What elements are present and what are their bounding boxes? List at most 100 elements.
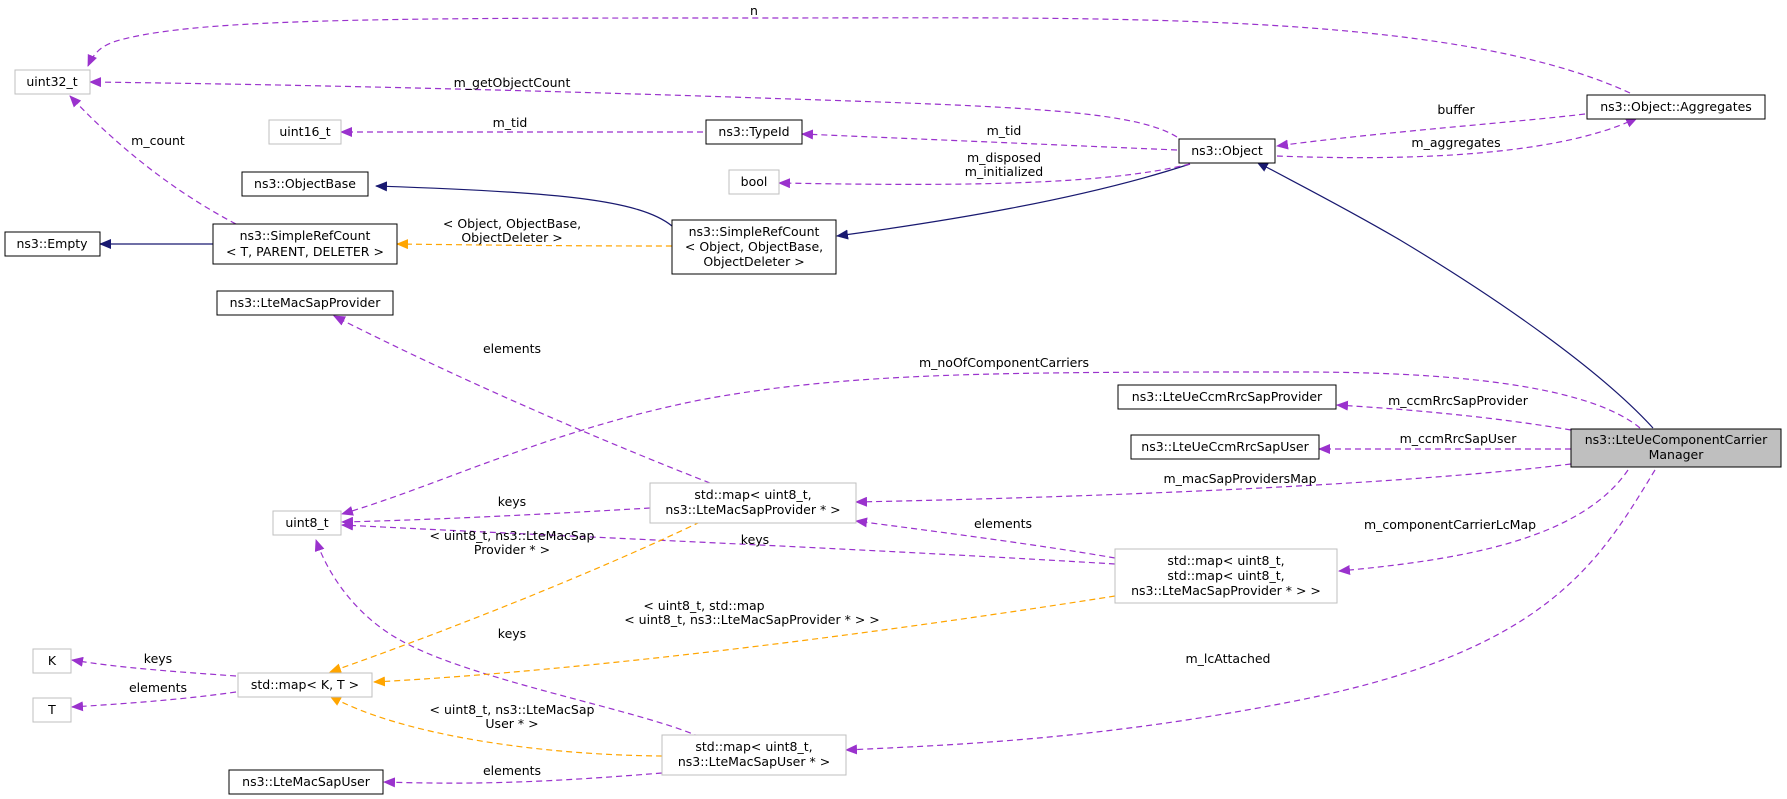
node-empty[interactable]: ns3::Empty <box>4 231 101 257</box>
node-uint32-t[interactable]: uint32_t <box>14 69 91 95</box>
node-objectbase-label: ns3::ObjectBase <box>254 176 356 191</box>
edge-m-tid-typeid <box>801 129 1178 151</box>
edge-elements-macprov <box>333 315 711 484</box>
node-typeid-label: ns3::TypeId <box>718 124 789 139</box>
edge-m-noofcomponentcarriers <box>341 371 1641 516</box>
edge-srcobject-inherits-objectbase <box>375 181 673 227</box>
node-lteuecomponentcarriermanager[interactable]: ns3::LteUeComponentCarrier Manager <box>1570 428 1782 468</box>
edge-label-m-lcattached: m_lcAttached <box>1186 651 1271 666</box>
edge-label-keys-mapuser: keys <box>498 626 526 641</box>
node-bool[interactable]: bool <box>728 169 780 195</box>
node-ltemacsapuser-label: ns3::LteMacSapUser <box>242 774 371 789</box>
node-lteueccmrrcsapprovider[interactable]: ns3::LteUeCcmRrcSapProvider <box>1117 384 1337 410</box>
edge-template-mapmap <box>373 595 1116 687</box>
node-map-k-t-label: std::map< K, T > <box>251 677 359 692</box>
edge-keys-mapprov <box>341 507 651 527</box>
edge-m-macsapprovidersmap <box>855 463 1572 507</box>
edge-manager-inherits-object <box>1256 161 1654 429</box>
edge-label-m-count: m_count <box>131 133 185 148</box>
edge-m-getobjectcount <box>89 77 1178 138</box>
edge-label-m-getobjectcount: m_getObjectCount <box>454 75 571 90</box>
edge-label-m-tid-a: m_tid <box>493 115 528 130</box>
node-ltemacsapprovider-label: ns3::LteMacSapProvider <box>230 295 382 310</box>
node-map-uint8-macsapprovider-label-1: std::map< uint8_t, <box>694 487 811 502</box>
edge-template-srcobject <box>396 239 673 250</box>
node-uint16-t[interactable]: uint16_t <box>268 119 342 145</box>
edge-m-disposed-initialized <box>778 163 1191 189</box>
node-map-uint8-map[interactable]: std::map< uint8_t, std::map< uint8_t, ns… <box>1114 548 1338 604</box>
node-simplerefcount-object-label-3: ObjectDeleter > <box>703 254 804 269</box>
edge-labels: n m_getObjectCount m_tid m_tid buffer m_… <box>129 3 1536 778</box>
edge-label-srco-tpl-1: < Object, ObjectBase, <box>443 216 581 231</box>
node-k-label: K <box>48 653 57 668</box>
node-lteueccmrrcsapuser[interactable]: ns3::LteUeCcmRrcSapUser <box>1130 434 1320 460</box>
edge-label-mapmap-tpl-2: < uint8_t, ns3::LteMacSapProvider * > > <box>624 612 880 627</box>
node-uint8-t[interactable]: uint8_t <box>272 510 342 536</box>
edge-template-mapprov <box>329 521 701 674</box>
edge-elements-macuser <box>383 772 663 788</box>
node-objectbase[interactable]: ns3::ObjectBase <box>241 171 369 197</box>
edge-m-aggregates <box>1276 117 1638 159</box>
node-ltemacsapprovider[interactable]: ns3::LteMacSapProvider <box>216 290 394 316</box>
edge-label-mapmap-tpl-1: < uint8_t, std::map <box>643 598 764 613</box>
node-uint8-t-label: uint8_t <box>285 515 328 530</box>
node-simplerefcount-template-label-2: < T, PARENT, DELETER > <box>226 244 384 259</box>
node-simplerefcount-template[interactable]: ns3::SimpleRefCount < T, PARENT, DELETER… <box>212 223 398 265</box>
node-map-uint8-macsapuser-label-1: std::map< uint8_t, <box>695 739 812 754</box>
edge-keys-k <box>71 656 237 677</box>
node-bool-label: bool <box>741 174 768 189</box>
node-simplerefcount-object[interactable]: ns3::SimpleRefCount < Object, ObjectBase… <box>671 219 837 275</box>
edge-label-n: n <box>750 3 758 18</box>
nodes: uint32_t uint16_t ns3::TypeId ns3::Objec… <box>4 69 1782 795</box>
edge-label-m-tid-b: m_tid <box>987 123 1022 138</box>
edge-label-mapprov-tpl-1: < uint8_t, ns3::LteMacSap <box>430 528 595 543</box>
node-map-uint8-map-label-1: std::map< uint8_t, <box>1167 553 1284 568</box>
edge-elements-t <box>71 691 237 712</box>
edge-label-m-ccmrrcsapuser: m_ccmRrcSapUser <box>1400 431 1518 446</box>
node-lteuecomponentcarriermanager-label-2: Manager <box>1649 447 1705 462</box>
edge-label-m-componentcarrierlcmap: m_componentCarrierLcMap <box>1364 517 1536 532</box>
node-simplerefcount-template-label-1: ns3::SimpleRefCount <box>240 228 371 243</box>
edge-label-elements-macprov: elements <box>483 341 541 356</box>
node-map-k-t[interactable]: std::map< K, T > <box>237 672 373 698</box>
node-uint32-t-label: uint32_t <box>26 74 77 89</box>
edge-elements-mapmap <box>855 517 1116 559</box>
edge-label-keys-mapmap: keys <box>741 532 769 547</box>
node-t-label: T <box>47 702 56 717</box>
edge-template-mapuser <box>329 695 663 757</box>
edge-keys-mapmap <box>341 520 1116 565</box>
node-t[interactable]: T <box>32 697 72 723</box>
node-object-aggregates[interactable]: ns3::Object::Aggregates <box>1586 94 1766 120</box>
node-map-uint8-map-label-2: std::map< uint8_t, <box>1167 568 1284 583</box>
edge-label-mapuser-tpl-1: < uint8_t, ns3::LteMacSap <box>430 702 595 717</box>
edge-m-lcattached <box>845 469 1656 755</box>
node-k[interactable]: K <box>32 648 72 674</box>
edge-label-srco-tpl-2: ObjectDeleter > <box>461 230 562 245</box>
node-lteuecomponentcarriermanager-label-1: ns3::LteUeComponentCarrier <box>1585 432 1768 447</box>
node-typeid[interactable]: ns3::TypeId <box>705 119 803 145</box>
node-map-uint8-macsapprovider-label-2: ns3::LteMacSapProvider * > <box>665 502 840 517</box>
edge-n <box>87 17 1631 94</box>
node-object[interactable]: ns3::Object <box>1178 138 1276 164</box>
node-object-aggregates-label: ns3::Object::Aggregates <box>1600 99 1752 114</box>
edge-label-m-initialized: m_initialized <box>965 164 1043 179</box>
node-map-uint8-macsapuser[interactable]: std::map< uint8_t, ns3::LteMacSapUser * … <box>661 734 847 776</box>
node-uint16-t-label: uint16_t <box>279 124 330 139</box>
edge-label-keys-mapprov: keys <box>498 494 526 509</box>
node-map-uint8-map-label-3: ns3::LteMacSapProvider * > > <box>1131 583 1321 598</box>
edge-srcobject-inherits-object <box>836 163 1191 240</box>
edge-label-elements-t: elements <box>129 680 187 695</box>
edge-label-m-disposed: m_disposed <box>967 150 1041 165</box>
edge-m-count <box>69 95 237 225</box>
node-map-uint8-macsapuser-label-2: ns3::LteMacSapUser * > <box>678 754 830 769</box>
edge-buffer <box>1276 113 1586 150</box>
edge-keys-mapuser <box>314 539 701 738</box>
edge-label-buffer: buffer <box>1437 102 1475 117</box>
node-lteueccmrrcsapprovider-label: ns3::LteUeCcmRrcSapProvider <box>1132 389 1323 404</box>
edge-label-m-macsapprovidersmap: m_macSapProvidersMap <box>1163 471 1316 486</box>
edge-label-elements-macuser: elements <box>483 763 541 778</box>
node-ltemacsapuser[interactable]: ns3::LteMacSapUser <box>228 769 384 795</box>
node-map-uint8-macsapprovider[interactable]: std::map< uint8_t, ns3::LteMacSapProvide… <box>649 482 857 524</box>
edge-label-mapuser-tpl-2: User * > <box>485 716 538 731</box>
